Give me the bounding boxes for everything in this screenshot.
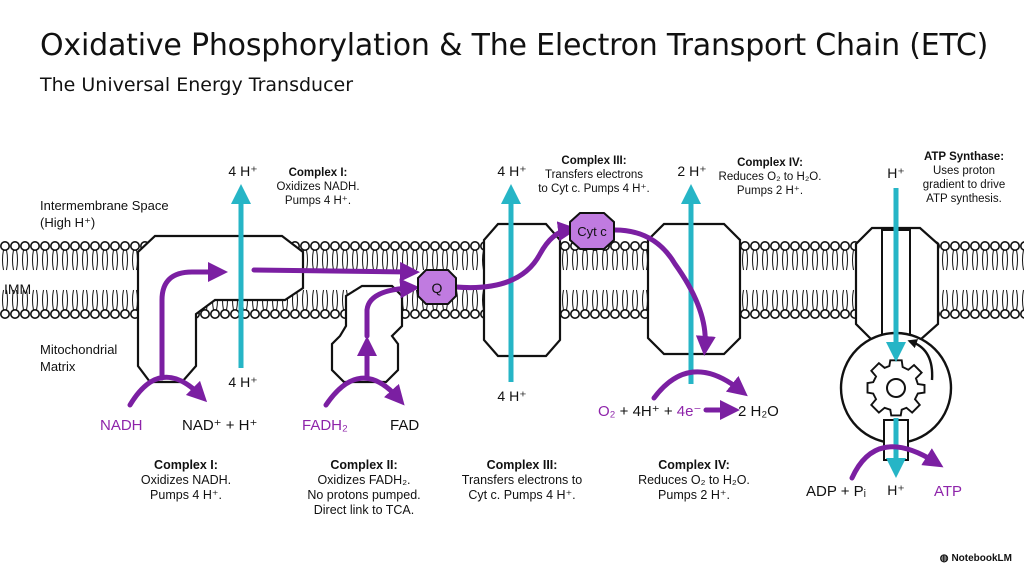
o2-reduction-arrow	[651, 369, 748, 401]
nad-products-label: NAD⁺ + H⁺	[182, 417, 257, 434]
bottom-c1-title: Complex I:	[154, 458, 218, 472]
q-to-cytc-arrow	[453, 221, 578, 291]
bottom-c2-line2: No protons pumped.	[307, 488, 420, 502]
c2-to-q-arrow	[364, 278, 420, 339]
c3-top-proton: 4 H⁺	[497, 163, 526, 179]
cytc-to-c4-arrow	[612, 227, 716, 356]
c1-top-proton: 4 H⁺	[228, 163, 257, 179]
c1-bottom-proton: 4 H⁺	[228, 374, 257, 390]
bottom-c1-line2: Pumps 4 H⁺.	[150, 488, 222, 502]
c4-top-proton: 2 H⁺	[677, 163, 706, 179]
gear-icon	[866, 359, 926, 417]
page-title: Oxidative Phosphorylation & The Electron…	[40, 28, 989, 63]
top-atp-line1: Uses proton	[933, 165, 995, 177]
brand-name: NotebookLM	[951, 553, 1012, 564]
nadh-label: NADH	[100, 417, 143, 434]
notebooklm-icon: ◍	[939, 553, 949, 564]
bottom-c4-title: Complex IV:	[658, 458, 730, 472]
bottom-c3-line1: Transfers electrons to	[462, 473, 582, 487]
top-c3-line1: Transfers electrons	[545, 169, 643, 181]
atp-label: ATP	[934, 483, 962, 500]
bottom-c4-line1: Reduces O₂ to H₂O.	[638, 473, 750, 487]
c1-electron-path	[159, 262, 228, 381]
c3-bottom-proton: 4 H⁺	[497, 388, 526, 404]
bottom-c4-line2: Pumps 2 H⁺.	[658, 488, 730, 502]
imm-label: IMM	[4, 281, 31, 297]
top-c4-title: Complex IV:	[737, 157, 803, 169]
top-c1-line1: Oxidizes NADH.	[276, 181, 359, 193]
top-c4-line2: Pumps 2 H⁺.	[737, 185, 803, 197]
complex-iv-shape	[646, 222, 742, 356]
bottom-c2-line3: Direct link to TCA.	[314, 503, 415, 517]
page-subtitle: The Universal Energy Transducer	[40, 74, 354, 96]
q-label: Q	[432, 280, 443, 296]
top-c1-line2: Pumps 4 H⁺.	[285, 195, 351, 207]
bottom-c3-line2: Cyt c. Pumps 4 H⁺.	[468, 488, 575, 502]
fadh2-label: FADH₂	[302, 417, 348, 434]
adp-pi-label: ADP + Pᵢ	[806, 483, 866, 500]
rotation-arrow	[907, 339, 934, 381]
four-e-label: 4e⁻	[677, 403, 702, 420]
intermembrane-label-2: (High H⁺)	[40, 215, 95, 230]
proton-arrows	[231, 184, 906, 478]
electron-arrows	[127, 221, 944, 481]
top-atp-line3: ATP synthesis.	[926, 193, 1002, 205]
matrix-label-2: Matrix	[40, 359, 76, 374]
top-c4-line1: Reduces O₂ to H₂O.	[719, 171, 822, 183]
o2-equation: O₂ + 4H⁺ + 4e⁻	[598, 403, 701, 420]
brand-logo: ◍ NotebookLM	[940, 553, 1012, 564]
four-h-label: + 4H⁺ +	[616, 403, 677, 420]
matrix-label: Mitochondrial	[40, 342, 117, 357]
ubiquinone-carrier: Q	[417, 269, 457, 305]
top-c1-title: Complex I:	[289, 167, 348, 179]
bottom-c1-line1: Oxidizes NADH.	[141, 473, 231, 487]
bottom-c2-line1: Oxidizes FADH₂.	[317, 473, 410, 487]
atp-top-proton: H⁺	[887, 165, 905, 181]
top-c3-line2: to Cyt c. Pumps 4 H⁺.	[538, 183, 650, 195]
top-atp-title: ATP Synthase:	[924, 151, 1004, 163]
fad-label: FAD	[390, 417, 419, 434]
atp-formation-arrow	[849, 444, 944, 481]
cytochrome-c-carrier: Cyt c	[569, 212, 615, 250]
fadh2-oxidation-arrow	[323, 375, 405, 408]
c1-to-q-arrow	[251, 261, 420, 282]
top-atp-line2: gradient to drive	[923, 179, 1005, 191]
intermembrane-label: Intermembrane Space	[40, 198, 169, 213]
atp-bottom-proton: H⁺	[887, 482, 905, 498]
bottom-c2-title: Complex II:	[330, 458, 397, 472]
water-label: 2 H₂O	[738, 403, 779, 420]
top-c3-title: Complex III:	[561, 155, 626, 167]
o2-label: O₂	[598, 403, 616, 420]
bottom-c3-title: Complex III:	[487, 458, 558, 472]
cytc-label: Cyt c	[577, 224, 607, 239]
